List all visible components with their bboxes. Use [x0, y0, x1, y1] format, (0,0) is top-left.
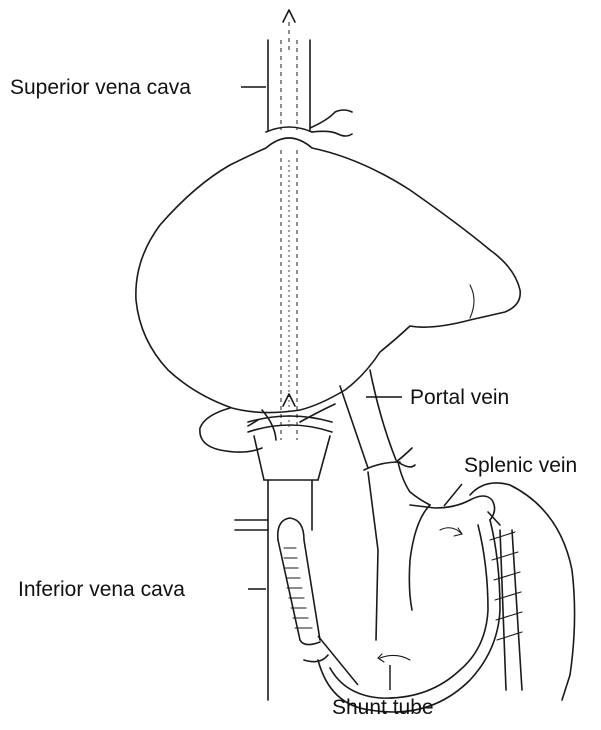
- label-splenic-vein-text: Splenic vein: [464, 454, 577, 477]
- inferior-vena-cava-vessel: [235, 436, 330, 700]
- top-ligature: [266, 110, 352, 136]
- label-shunt-tube-text: Shunt tube: [332, 696, 434, 719]
- label-shunt-tube: Shunt tube: [318, 636, 434, 719]
- lower-ligature: [248, 404, 335, 432]
- label-superior-vena-cava-text: Superior vena cava: [10, 76, 191, 99]
- splenic-vein-vessel: [318, 496, 500, 712]
- superior-vena-cava-vessel: [268, 40, 310, 130]
- label-portal-vein: Portal vein: [366, 386, 509, 409]
- flow-arrow-up-icon: [283, 10, 295, 50]
- label-portal-vein-text: Portal vein: [410, 386, 509, 409]
- spleen-outline: [470, 483, 575, 700]
- label-inferior-vena-cava-text: Inferior vena cava: [18, 578, 185, 601]
- label-splenic-vein: Splenic vein: [444, 454, 577, 506]
- label-inferior-vena-cava: Inferior vena cava: [18, 578, 266, 601]
- label-superior-vena-cava: Superior vena cava: [10, 76, 266, 99]
